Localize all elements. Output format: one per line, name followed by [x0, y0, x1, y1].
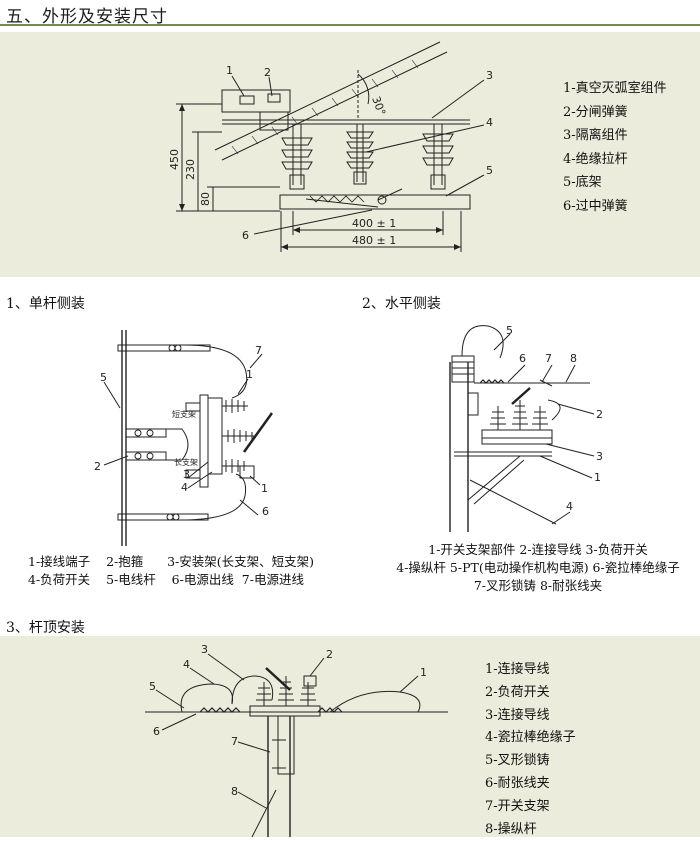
insulator-middle	[346, 124, 374, 185]
outline-drawing: 1 2 3 4 5 6 30° 450 230 80 400 ± 1 480 ±…	[168, 41, 493, 252]
outline-legend: 1-真空灭弧室组件 2-分闸弹簧 3-隔离组件 4-绝缘拉杆 5-底架 6-过中…	[563, 77, 667, 218]
legend-item: 1-真空灭弧室组件	[563, 81, 667, 96]
callout-5: 5	[506, 324, 513, 337]
header-rule	[0, 24, 700, 26]
callout-4: 4	[183, 658, 190, 671]
caption-line: 7-叉形锁铸 8-耐张线夹	[473, 578, 603, 593]
legend-item: 3-连接导线	[485, 707, 550, 723]
page-header: 五、外形及安装尺寸	[0, 0, 700, 27]
callout-1: 1	[594, 471, 601, 484]
legend-item: 2-负荷开关	[485, 684, 550, 700]
callout-2: 2	[94, 460, 101, 473]
legend-item: 7-开关支架	[485, 798, 550, 814]
callout-6: 6	[262, 505, 269, 518]
callout-1: 1	[226, 64, 233, 77]
callout-2: 2	[596, 408, 603, 421]
label-short-bracket: 短支架	[172, 409, 196, 419]
angle-label: 30°	[369, 95, 388, 118]
callout-6: 6	[519, 352, 526, 365]
section-title-horizontal: 2、水平侧装	[362, 296, 441, 312]
outline-panel	[0, 32, 700, 277]
caption-line: 1-接线端子 2-抱箍 3-安装架(长支架、短支架)	[28, 554, 315, 569]
legend-item: 6-耐张线夹	[485, 775, 550, 791]
legend-item: 1-连接导线	[485, 662, 550, 677]
section-title-single-pole: 1、单杆侧装	[6, 296, 85, 312]
insulator-left	[281, 124, 313, 190]
callout-7: 7	[545, 352, 552, 365]
callout-6: 6	[153, 725, 160, 738]
callout-4: 4	[486, 116, 493, 129]
pole-top-insulators	[256, 676, 316, 706]
legend-item: 5-叉形锁铸	[485, 753, 550, 769]
callout-2: 2	[326, 648, 333, 661]
callout-8: 8	[570, 352, 577, 365]
callout-3: 3	[183, 468, 190, 481]
callout-3: 3	[596, 450, 603, 463]
legend-item: 4-瓷拉棒绝缘子	[485, 730, 576, 746]
callout-3: 3	[486, 69, 493, 82]
legend-item: 6-过中弹簧	[563, 198, 628, 214]
pole-top-legend: 1-连接导线 2-负荷开关 3-连接导线 4-瓷拉棒绝缘子 5-叉形锁铸 6-耐…	[485, 659, 576, 841]
callout-7: 7	[231, 735, 238, 748]
callout-3: 3	[201, 643, 208, 656]
callout-2: 2	[264, 66, 271, 79]
caption-line: 4-操纵杆 5-PT(电动操作机构电源) 6-瓷拉棒绝缘子	[396, 560, 680, 575]
callout-7: 7	[255, 344, 262, 357]
callout-1-lower: 1	[261, 482, 268, 495]
dim-400: 400 ± 1	[352, 217, 396, 230]
label-long-bracket: 长支架	[174, 457, 198, 467]
legend-item: 2-分闸弹簧	[563, 104, 628, 120]
callout-8: 8	[231, 785, 238, 798]
caption-line: 4-负荷开关 5-电线杆 6-电源出线 7-电源进线	[28, 572, 304, 587]
dim-80: 80	[199, 192, 212, 206]
legend-item: 5-底架	[563, 175, 602, 190]
horizontal-caption: 1-开关支架部件 2-连接导线 3-负荷开关 4-操纵杆 5-PT(电动操作机构…	[380, 541, 696, 595]
legend-item: 8-操纵杆	[485, 821, 537, 837]
pole-top-panel	[0, 636, 700, 837]
single-pole-drawing: 5 2 3 4 7 1 1 6 短支架 长支架	[94, 330, 274, 546]
single-pole-caption: 1-接线端子 2-抱箍 3-安装架(长支架、短支架) 4-负荷开关 5-电线杆 …	[28, 553, 314, 589]
legend-item: 4-绝缘拉杆	[563, 151, 628, 167]
callout-1: 1	[246, 368, 253, 381]
horizontal-drawing: 5 6 7 8 2 3 1 4	[449, 324, 603, 532]
dim-230: 230	[184, 159, 197, 180]
page-title: 五、外形及安装尺寸	[6, 7, 168, 27]
callout-5: 5	[486, 164, 493, 177]
callout-4: 4	[181, 481, 188, 494]
caption-line: 1-开关支架部件 2-连接导线 3-负荷开关	[428, 542, 648, 557]
section-title-pole-top: 3、杆顶安装	[6, 620, 85, 636]
switch-insulators-horizontal	[490, 400, 548, 430]
legend-item: 3-隔离组件	[563, 128, 628, 143]
callout-5: 5	[149, 680, 156, 693]
dim-450: 450	[168, 149, 181, 170]
callout-6: 6	[242, 229, 249, 242]
callout-5: 5	[100, 371, 107, 384]
dim-480: 480 ± 1	[352, 234, 396, 247]
callout-4: 4	[566, 500, 573, 513]
callout-1: 1	[420, 666, 427, 679]
